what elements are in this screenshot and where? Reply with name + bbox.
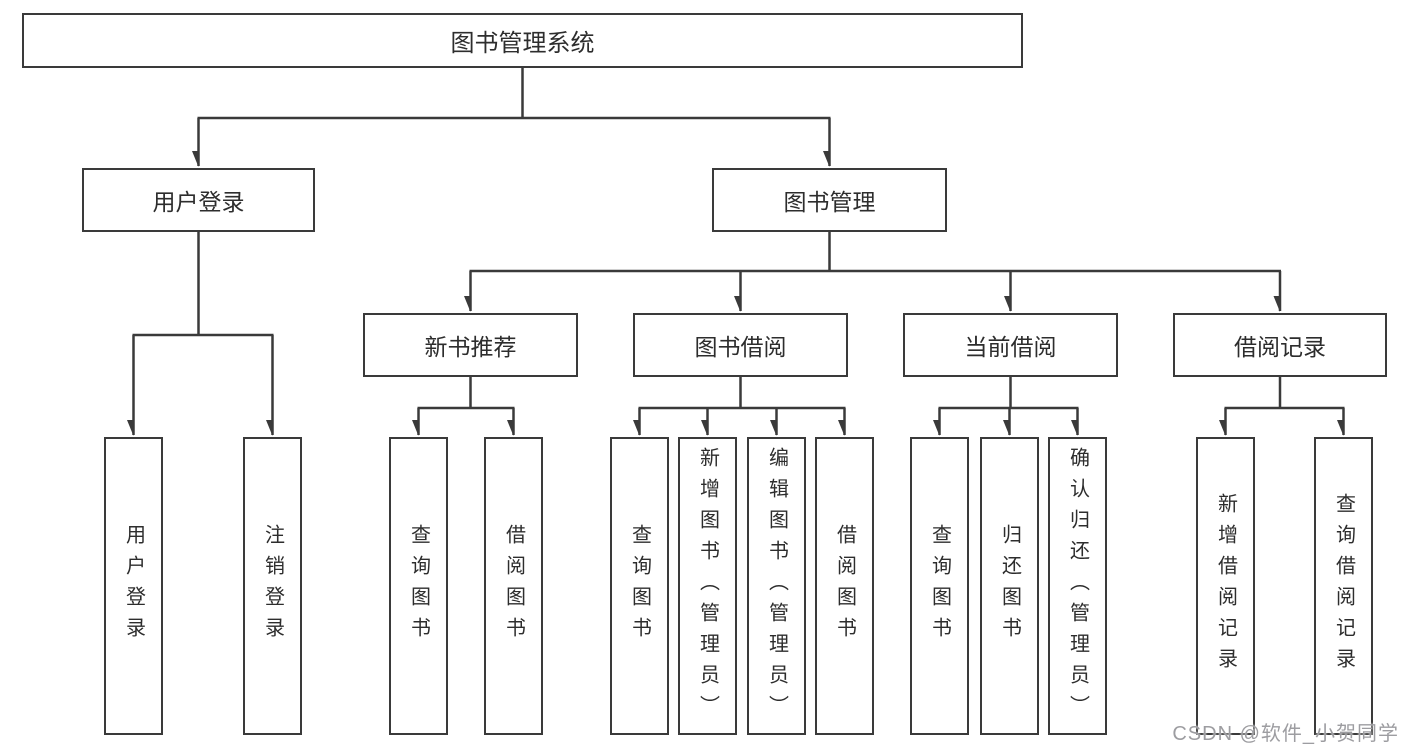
leaf-confirm-return-admin: 确认归还（管理员） [1048, 437, 1107, 735]
node-label: 查询借阅记录 [1332, 493, 1355, 679]
node-label: 查询图书 [628, 524, 651, 648]
leaf-logout: 注销登录 [243, 437, 302, 735]
node-label: 借阅图书 [502, 524, 525, 648]
node-label: 新增图书（管理员） [696, 446, 719, 726]
node-label: 图书管理系统 [450, 30, 595, 57]
leaf-query-books-current: 查询图书 [910, 437, 969, 735]
node-label: 用户登录 [122, 524, 145, 648]
leaf-user-login: 用户登录 [104, 437, 163, 735]
node-label: 图书管理 [783, 189, 876, 215]
node-label: 借阅记录 [1234, 334, 1326, 360]
node-label: 确认归还（管理员） [1066, 446, 1089, 726]
node-label: 借阅图书 [833, 524, 856, 648]
leaf-query-borrow-record: 查询借阅记录 [1314, 437, 1373, 735]
node-root-system: 图书管理系统 [22, 13, 1023, 68]
leaf-add-book-admin: 新增图书（管理员） [678, 437, 737, 735]
node-label: 用户登录 [152, 189, 245, 215]
node-label: 查询图书 [928, 524, 951, 648]
node-book-management: 图书管理 [712, 168, 947, 232]
watermark: CSDN @软件_小贺同学 [1172, 723, 1399, 745]
leaf-edit-book-admin: 编辑图书（管理员） [747, 437, 806, 735]
node-label: 查询图书 [407, 524, 430, 648]
node-current-borrowing: 当前借阅 [903, 313, 1118, 377]
node-label: 编辑图书（管理员） [765, 446, 788, 726]
node-label: 图书借阅 [694, 334, 787, 360]
node-book-borrowing: 图书借阅 [633, 313, 848, 377]
node-label: 新增借阅记录 [1214, 493, 1237, 679]
node-user-login: 用户登录 [82, 168, 315, 232]
node-borrowing-records: 借阅记录 [1173, 313, 1387, 377]
node-label: 当前借阅 [964, 334, 1057, 360]
leaf-return-book: 归还图书 [980, 437, 1039, 735]
leaf-borrow-books: 借阅图书 [815, 437, 874, 735]
node-new-book-recommend: 新书推荐 [363, 313, 578, 377]
node-label: 注销登录 [261, 524, 284, 648]
leaf-query-books-borrow: 查询图书 [610, 437, 669, 735]
leaf-query-books-recommend: 查询图书 [389, 437, 448, 735]
leaf-add-borrow-record: 新增借阅记录 [1196, 437, 1255, 735]
node-label: 新书推荐 [424, 334, 517, 360]
node-label: 归还图书 [998, 524, 1021, 648]
leaf-borrow-books-recommend: 借阅图书 [484, 437, 543, 735]
